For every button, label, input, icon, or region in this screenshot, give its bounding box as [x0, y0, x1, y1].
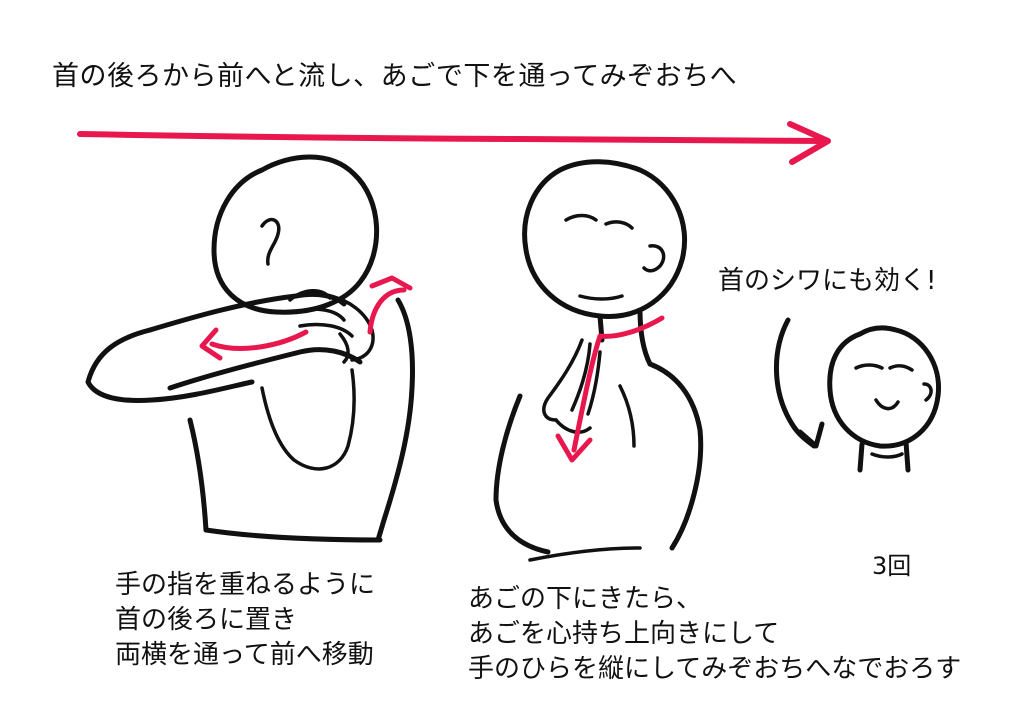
progress-arrow-icon — [77, 121, 831, 165]
caption-left-line: 手の指を重ねるように — [115, 570, 376, 600]
caption-right-line: あごを心持ち上向きにして — [468, 619, 780, 649]
caption-right-line: 手のひらを縦にしてみぞおちへなでおろす — [468, 654, 962, 684]
figure-back-icon — [85, 154, 415, 543]
figure-front-icon — [493, 159, 704, 562]
figure-small-icon — [773, 317, 941, 473]
side-note: 首のシワにも効く! — [718, 266, 937, 296]
page-title: 首の後ろから前へと流し、あごで下を通ってみぞおちへ — [52, 61, 738, 92]
caption-left-line: 首の後ろに置き — [115, 605, 298, 635]
repeat-count-label: 3回 — [872, 552, 912, 580]
caption-right: あごの下にきたら、 あごを心持ち上向きにして 手のひらを縦にしてみぞおちへなでお… — [468, 582, 961, 687]
caption-right-line: あごの下にきたら、 — [468, 584, 703, 614]
caption-left-line: 両横を通って前へ移動 — [115, 640, 374, 670]
caption-left: 手の指を重ねるように 首の後ろに置き 両横を通って前へ移動 — [115, 568, 375, 673]
